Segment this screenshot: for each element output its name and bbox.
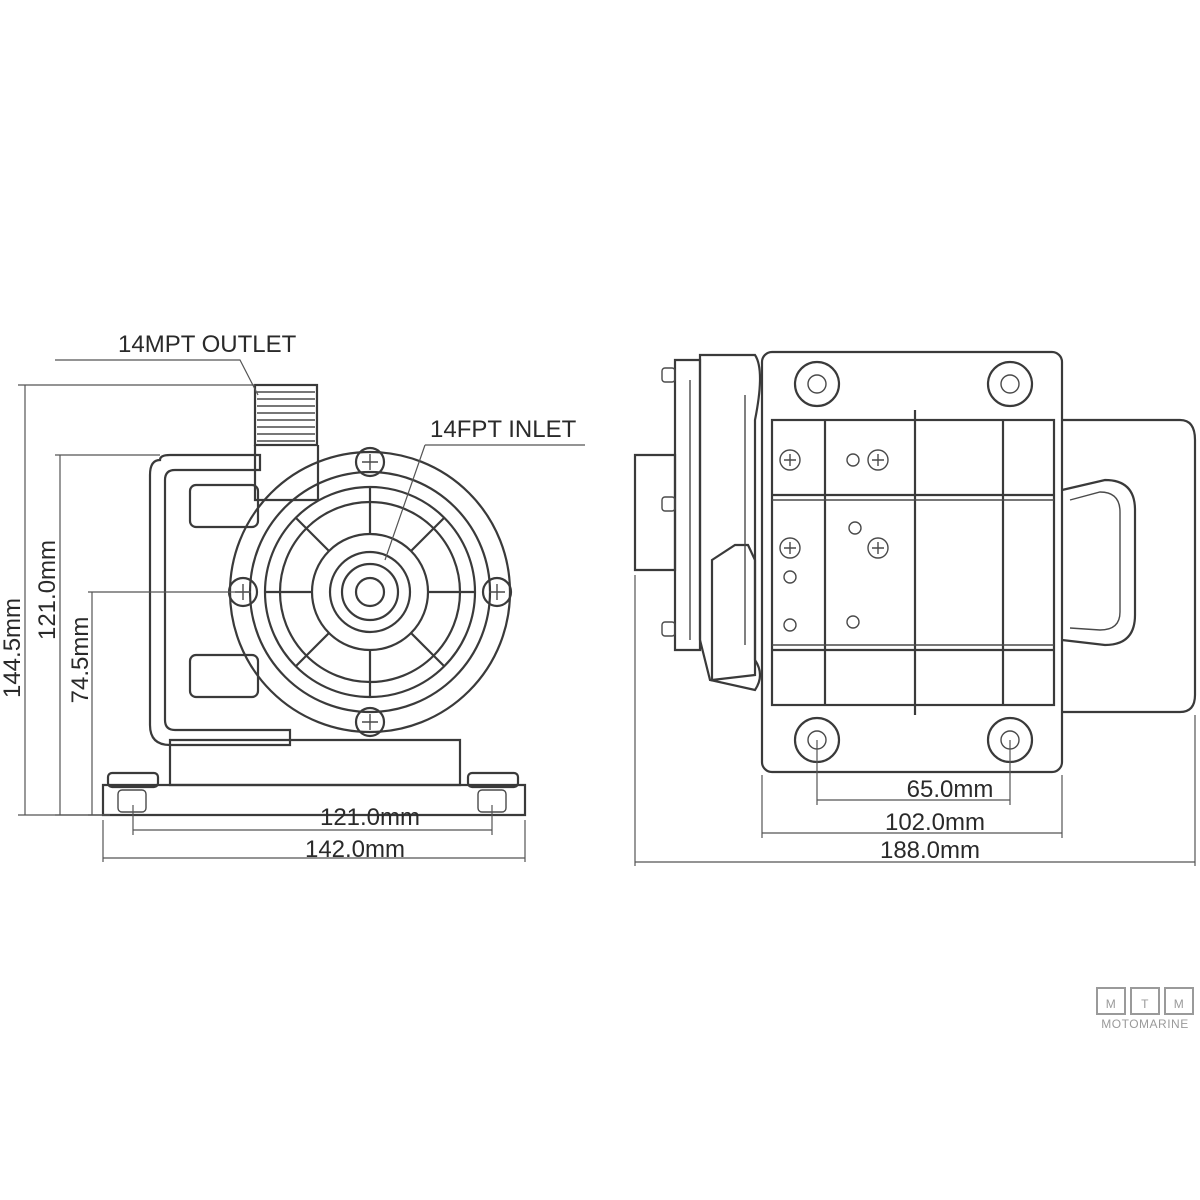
dim-body-height: 121.0mm (34, 540, 61, 640)
dim-front-base-width: 142.0mm (305, 836, 405, 863)
logo-letter-2: T (1141, 997, 1149, 1011)
side-mount-holes (793, 360, 1034, 764)
dim-inlet-height: 74.5mm (67, 617, 94, 704)
impeller-ribs (265, 487, 475, 697)
logo-brand: MOTOMARINE (1101, 1017, 1188, 1031)
outlet-fitting (253, 383, 320, 502)
logo-letter-3: M (1174, 997, 1185, 1011)
vertical-dimensions (18, 384, 255, 816)
front-base (101, 738, 527, 817)
motomarine-logo: M T M MOTOMARINE (1096, 987, 1194, 1031)
dim-side-plate-width: 102.0mm (885, 809, 985, 836)
logo-letter-1: M (1106, 997, 1117, 1011)
dim-side-total-length: 188.0mm (880, 837, 980, 864)
side-horizontal-dimensions (634, 575, 1196, 866)
dim-front-mount-width: 121.0mm (320, 804, 420, 831)
side-view (633, 350, 1197, 774)
label-outlet: 14MPT OUTLET (118, 331, 297, 358)
dim-total-height: 144.5mm (0, 598, 26, 698)
mount-screws (227, 446, 513, 738)
dim-side-hole-spacing: 65.0mm (907, 776, 994, 803)
front-view (101, 383, 527, 817)
label-inlet: 14FPT INLET (430, 416, 577, 443)
front-horizontal-dimensions (102, 805, 526, 862)
